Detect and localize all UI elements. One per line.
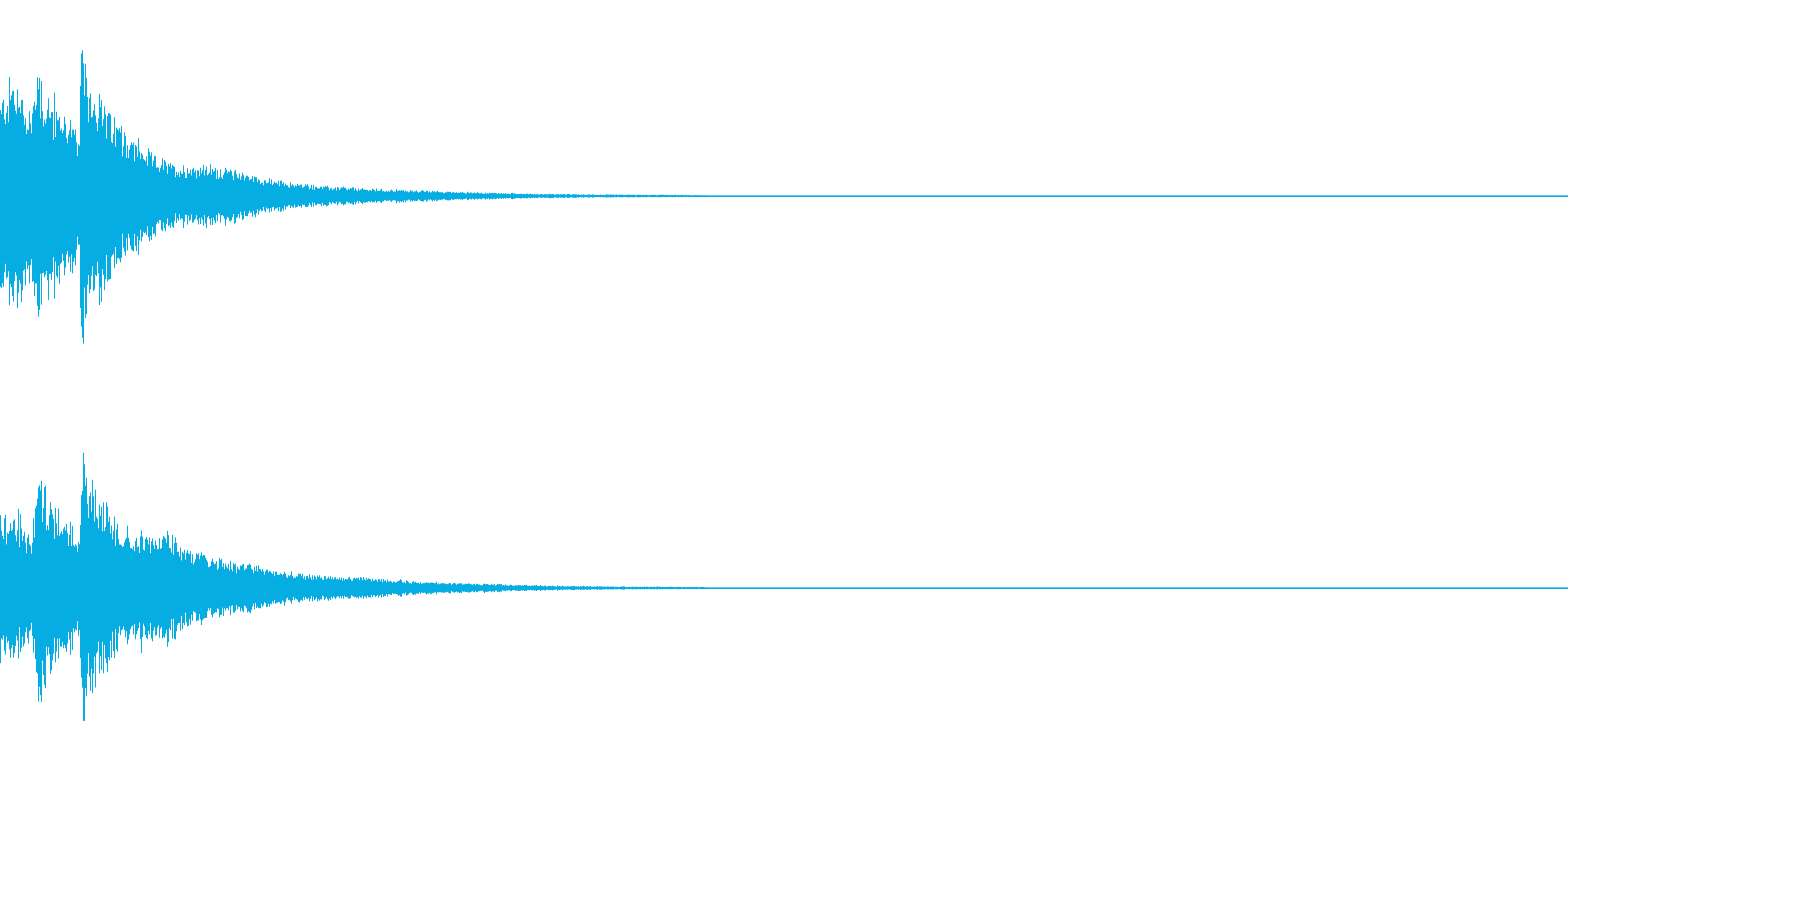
waveform-display [0,50,1568,721]
channel-left [0,50,1568,344]
channel-right [0,452,1568,721]
waveform-svg [0,50,1568,721]
channel-right-waveform [0,452,1568,721]
